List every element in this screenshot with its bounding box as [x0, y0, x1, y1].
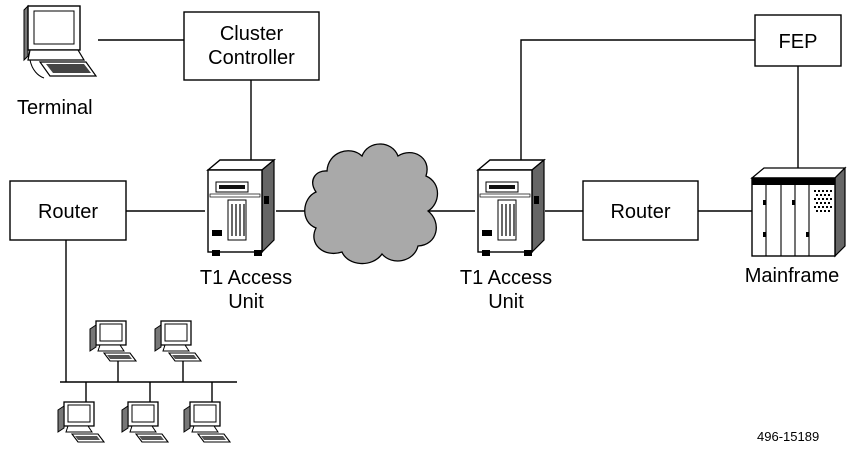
workstation-icon: [89, 320, 137, 362]
cluster-controller-label-line2: Controller: [208, 47, 295, 69]
cluster-controller-node: Cluster Controller: [183, 11, 320, 81]
terminal-label: Terminal: [17, 97, 93, 119]
workstation-icon: [121, 401, 169, 443]
mainframe-node: Mainframe: [745, 166, 847, 287]
mainframe-icon: [750, 166, 847, 258]
t1-access-unit-right-node: T1 Access Unit: [460, 159, 552, 313]
t1-access-unit-icon: [207, 159, 275, 257]
mainframe-label: Mainframe: [745, 265, 839, 287]
t1-left-label-line1: T1 Access: [200, 267, 292, 289]
workstation-icon: [57, 401, 105, 443]
t1-access-unit-icon: [477, 159, 545, 257]
router-left-node: Router: [9, 180, 127, 241]
fep-label: FEP: [779, 31, 818, 53]
terminal-icon: [23, 4, 98, 79]
fep-box: [754, 14, 842, 67]
connection-lines: [60, 39, 799, 402]
t1-right-label-line2: Unit: [488, 291, 524, 313]
terminal-node: Terminal: [17, 4, 98, 119]
figure-id: 496-15189: [757, 429, 819, 444]
cluster-controller-label-line1: Cluster: [220, 23, 284, 45]
workstation-icon: [154, 320, 202, 362]
cluster-controller-box: [183, 11, 320, 81]
t1-left-label-line2: Unit: [228, 291, 264, 313]
router-right-node: Router: [582, 180, 699, 241]
workstation-icon: [183, 401, 231, 443]
fep-node: FEP: [754, 14, 842, 67]
router-left-box: [9, 180, 127, 241]
router-left-label: Router: [38, 201, 98, 223]
router-right-box: [582, 180, 699, 241]
router-right-label: Router: [610, 201, 670, 223]
network-cloud-icon: [304, 143, 439, 265]
t1-access-unit-left-node: T1 Access Unit: [200, 159, 292, 313]
t1-right-label-line1: T1 Access: [460, 267, 552, 289]
